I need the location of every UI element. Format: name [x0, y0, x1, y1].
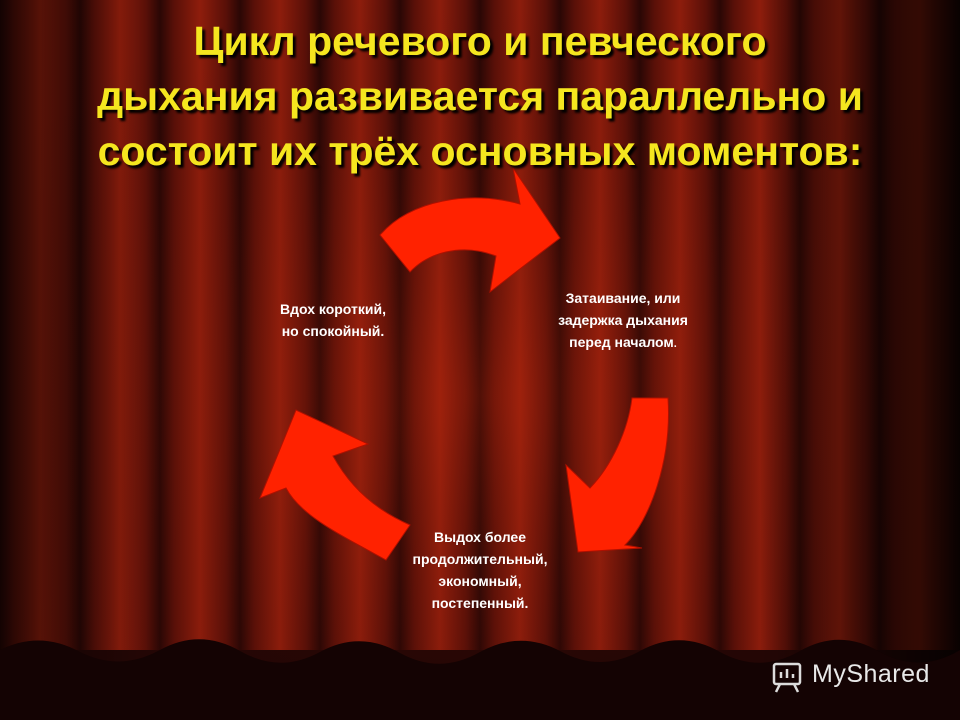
- step-inhale-label: Вдох короткий, но спокойный.: [228, 298, 438, 342]
- watermark: MyShared: [770, 656, 950, 696]
- pause-line-3-dot: .: [673, 338, 677, 350]
- title-line-2: дыхания развивается параллельно и: [97, 73, 863, 119]
- exhale-line-3: экономный,: [438, 573, 522, 589]
- pause-line-1: Затаивание, или: [565, 290, 681, 306]
- exhale-line-1: Выдох более: [434, 529, 526, 545]
- arrow-top: [379, 167, 561, 294]
- step-exhale-label: Выдох более продолжительный, экономный, …: [365, 526, 595, 614]
- title-line-1: Цикл речевого и певческого: [193, 18, 767, 64]
- title-line-3: состоит их трёх основных моментов:: [97, 128, 863, 174]
- inhale-line-1: Вдох короткий,: [280, 301, 386, 317]
- pause-line-2: задержка дыхания: [558, 312, 688, 328]
- pause-line-3-text: перед началом: [569, 334, 674, 350]
- mysh-logo-icon: [772, 662, 802, 693]
- arrow-left: [259, 409, 411, 561]
- watermark-text: MyShared: [812, 660, 930, 688]
- pause-line-3: перед началом.: [498, 331, 748, 355]
- exhale-line-2: продолжительный,: [412, 551, 548, 567]
- exhale-line-4: постепенный.: [431, 595, 529, 611]
- step-pause-label: Затаивание, или задержка дыхания перед н…: [498, 287, 748, 355]
- inhale-line-2: но спокойный.: [281, 323, 385, 339]
- cycle-diagram: [259, 167, 669, 561]
- slide-title: Цикл речевого и певческого дыхания разви…: [0, 14, 960, 179]
- arrow-right: [565, 397, 669, 553]
